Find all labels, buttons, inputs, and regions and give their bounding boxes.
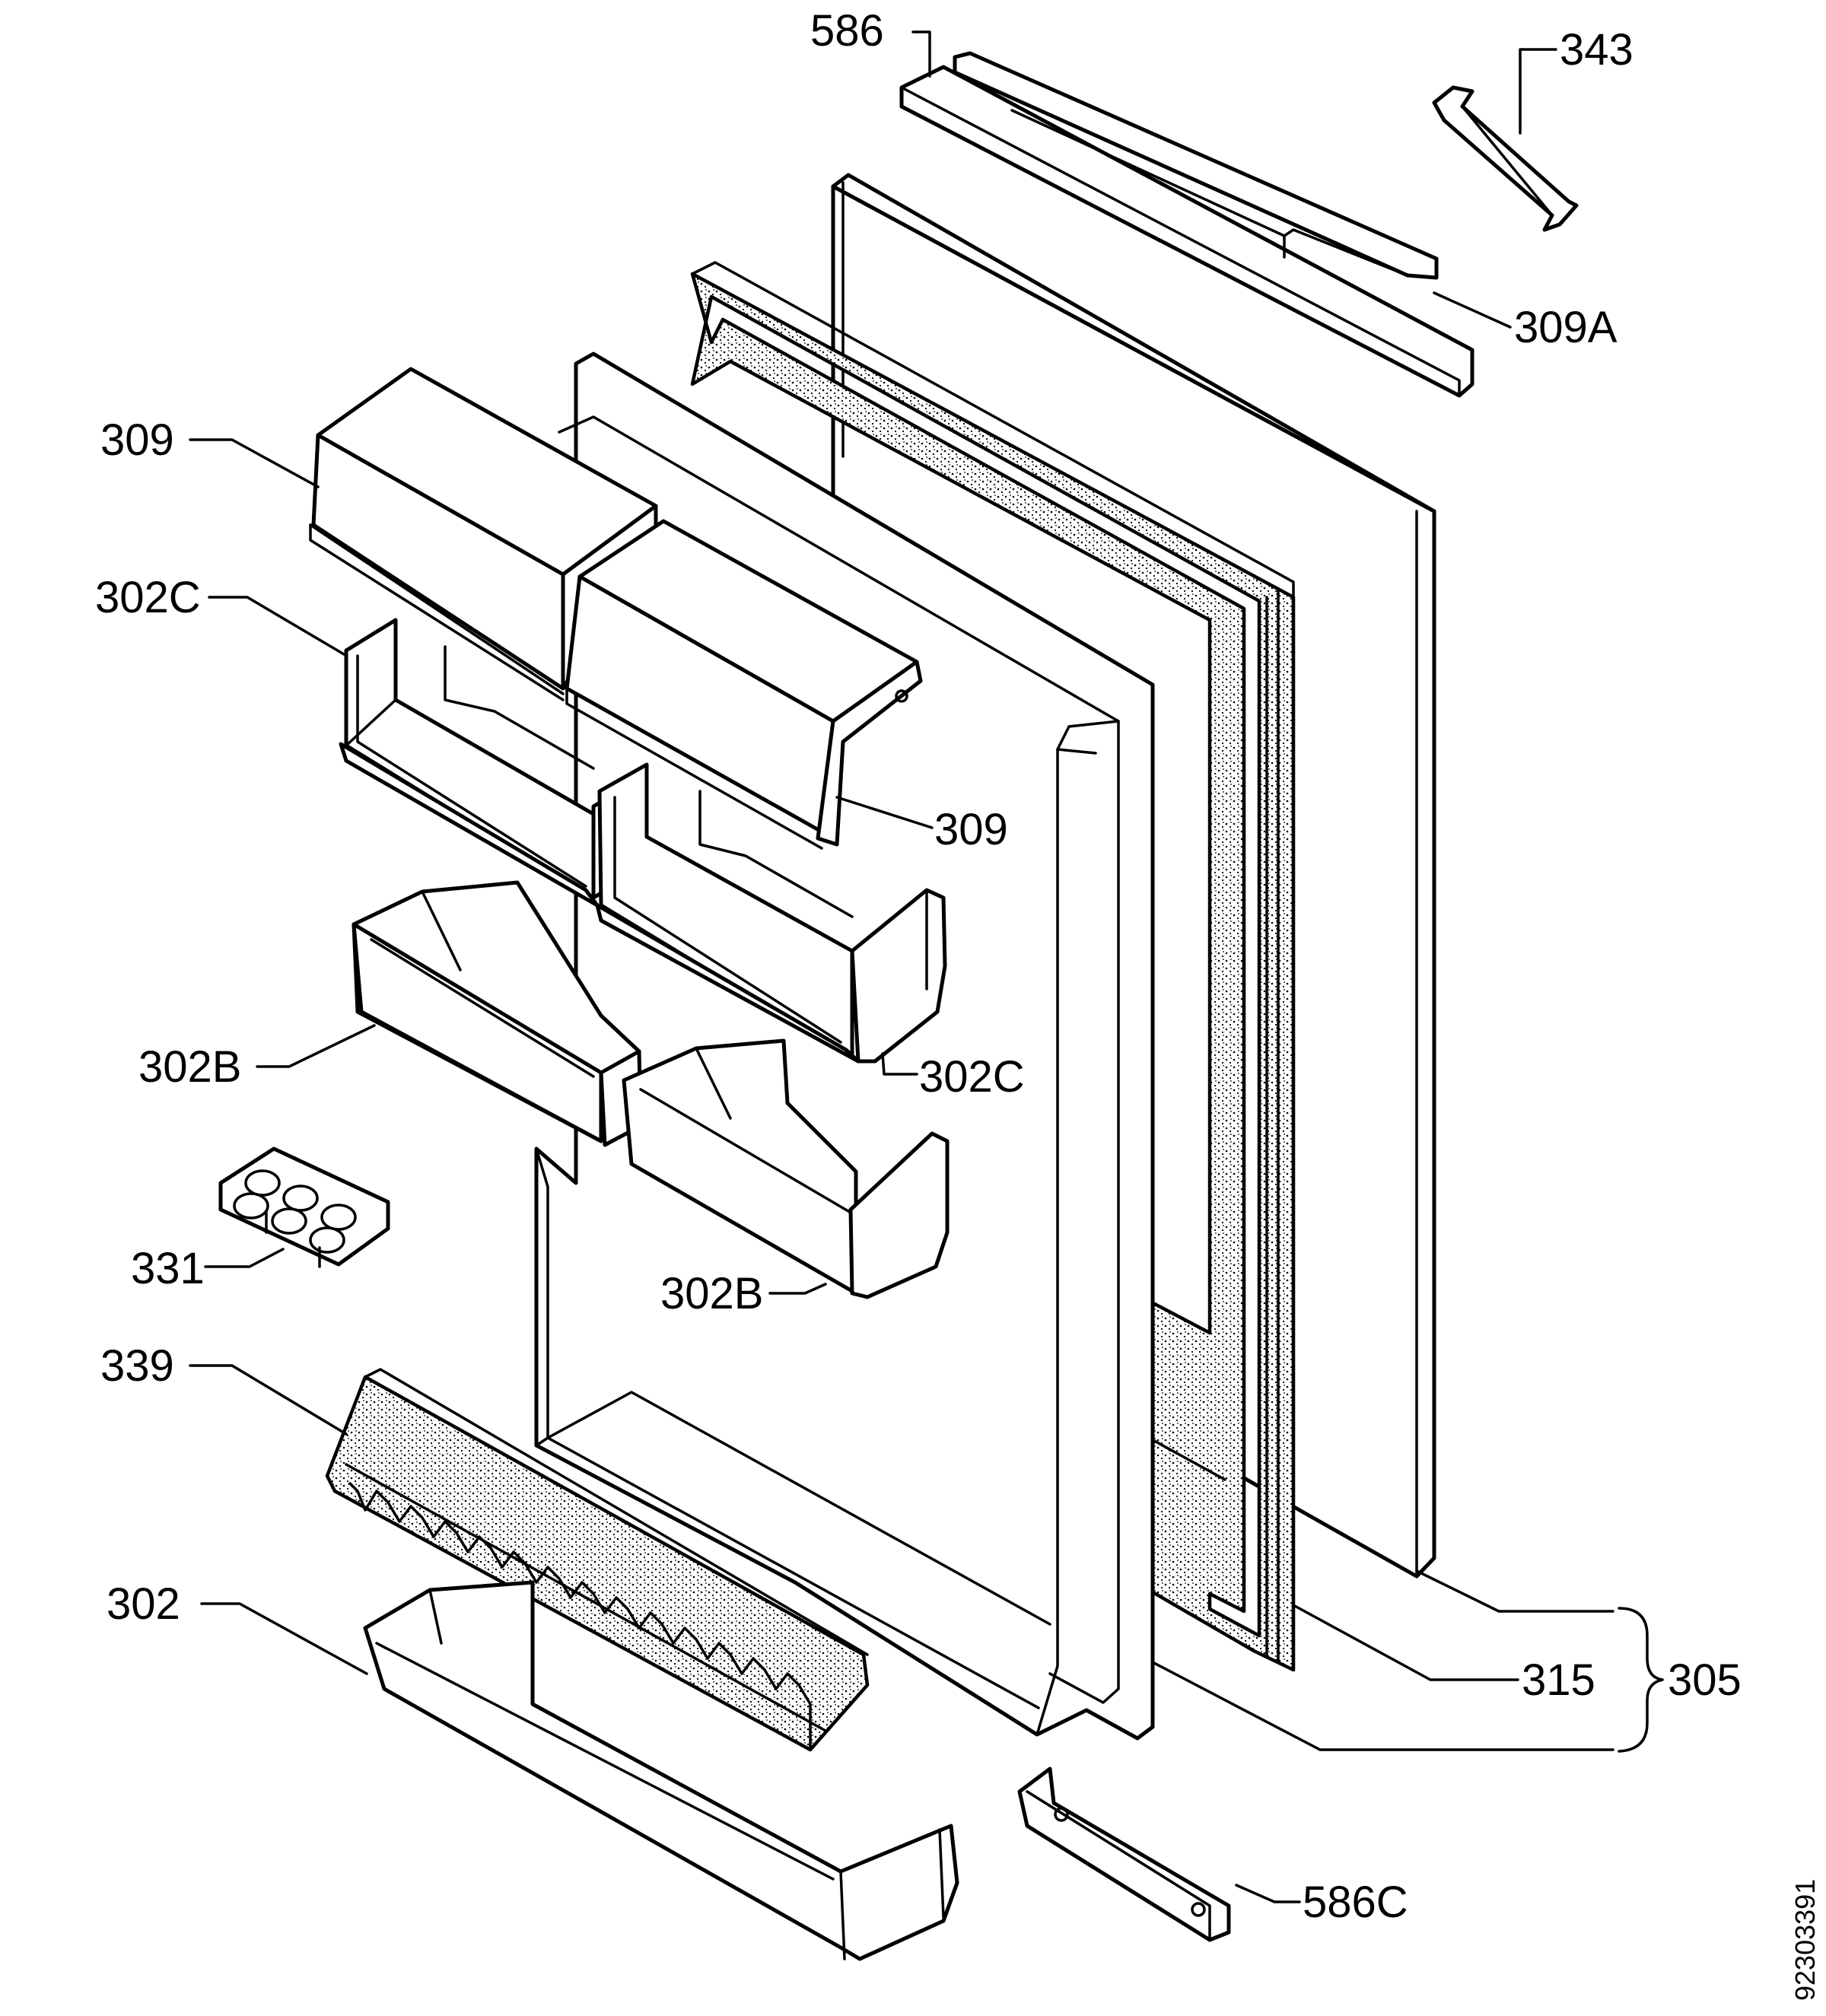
label-315: 315	[1522, 1655, 1595, 1705]
leader-lines	[189, 30, 1614, 1903]
label-586c: 586C	[1303, 1878, 1408, 1927]
bottom-hinge	[1017, 1766, 1231, 1942]
top-hinge-bar	[899, 51, 1474, 398]
dairy-lid-right	[565, 519, 923, 850]
label-302c-left: 302C	[95, 573, 201, 622]
label-305: 305	[1668, 1655, 1742, 1705]
label-302b-left: 302B	[138, 1042, 241, 1092]
label-309a: 309A	[1514, 303, 1618, 352]
label-309-mid: 309	[934, 805, 1008, 854]
wire-clip	[1432, 85, 1579, 232]
door-gasket	[690, 261, 1296, 1672]
door-shelf-middle-right	[622, 1038, 950, 1299]
label-302b-mid: 302B	[660, 1269, 763, 1318]
door-shelf-upper-right	[595, 762, 947, 1064]
label-586: 586	[810, 6, 884, 56]
label-302c-right: 302C	[919, 1052, 1025, 1102]
label-309-top: 309	[100, 415, 174, 465]
document-id: 92303391	[1789, 1879, 1821, 2001]
bottle-retainer	[325, 1368, 870, 1752]
group-brace	[1618, 1607, 1664, 1753]
label-339: 339	[100, 1341, 174, 1391]
label-302: 302	[107, 1579, 180, 1629]
label-331: 331	[131, 1244, 205, 1293]
part-labels: 586 343 309A 309 302C 309 302B 302C 331 …	[95, 6, 1742, 1927]
door-shelf-bottom	[363, 1580, 959, 1961]
egg-tray	[218, 1146, 390, 1268]
label-343: 343	[1560, 25, 1634, 75]
